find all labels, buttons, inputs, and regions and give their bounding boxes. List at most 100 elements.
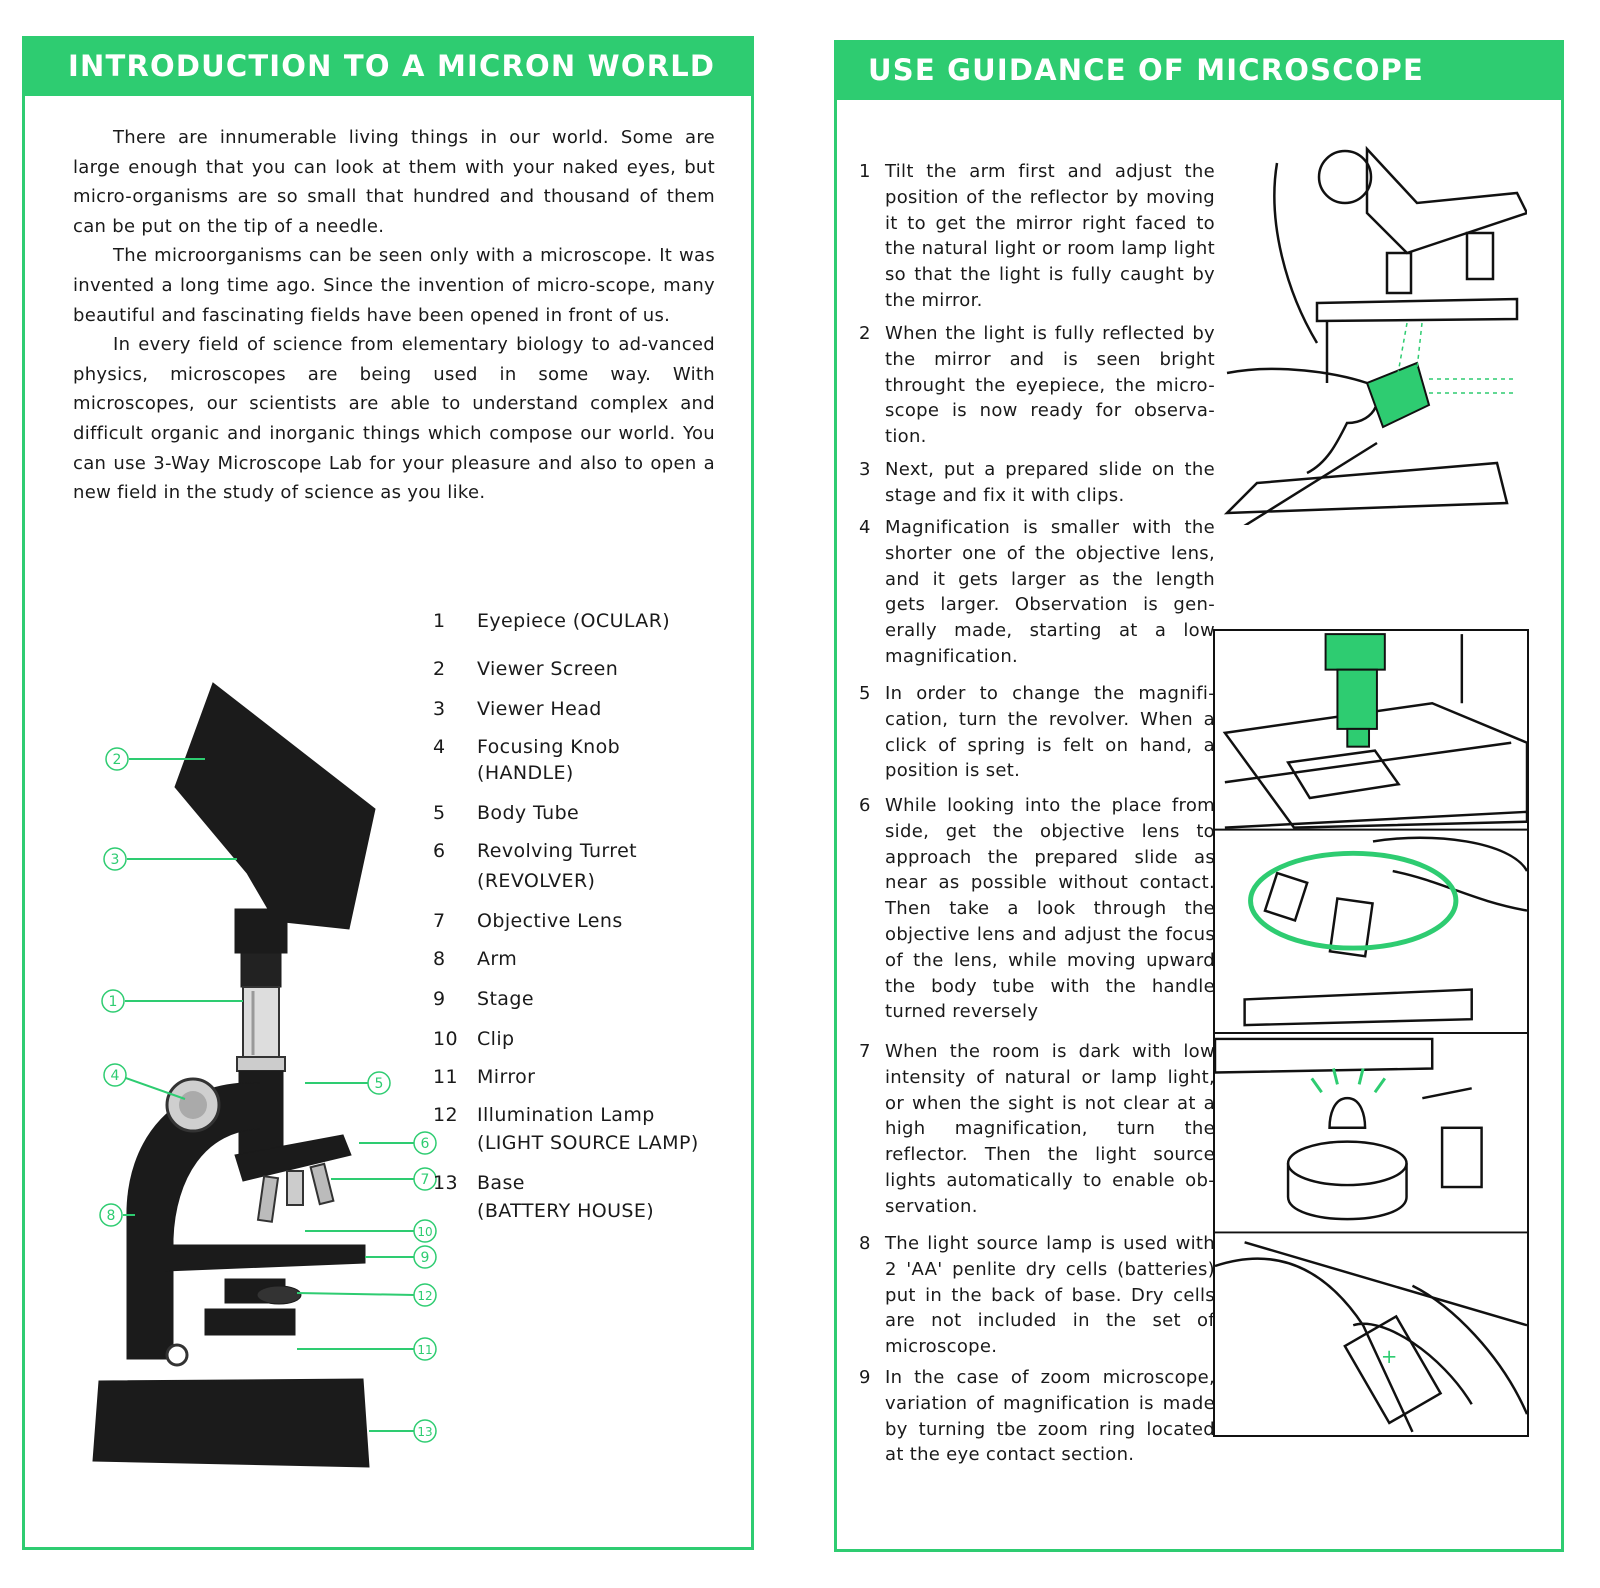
- svg-text:8: 8: [107, 1208, 116, 1224]
- svg-text:4: 4: [111, 1068, 120, 1084]
- part-number: 10: [433, 1028, 458, 1050]
- callout-13: 13: [413, 1419, 437, 1443]
- part-number: 11: [433, 1066, 458, 1088]
- part-number: 12: [433, 1104, 458, 1126]
- eyepiece-shape: [240, 952, 282, 988]
- objective-lens-b: [286, 1170, 304, 1206]
- mirror-adjust-illustration: [1217, 143, 1527, 525]
- microscope-illustration: [92, 682, 376, 1468]
- svg-text:12: 12: [417, 1289, 432, 1303]
- step-number: 8: [859, 1233, 871, 1254]
- battery-drawing: [1343, 1314, 1443, 1425]
- viewer-neck: [234, 908, 288, 954]
- svg-text:13: 13: [417, 1425, 432, 1439]
- objective-green: [1324, 633, 1386, 671]
- part-number: 2: [433, 658, 446, 680]
- svg-text:1: 1: [109, 994, 118, 1010]
- battery-plus-sign: +: [1381, 1345, 1398, 1368]
- step-number: 7: [859, 1041, 871, 1062]
- intro-text: There are innumerable living things in o…: [73, 123, 715, 508]
- revolver-frame: [1243, 836, 1527, 1027]
- step-number: 1: [859, 161, 871, 182]
- step-number: 2: [859, 323, 871, 344]
- part-label: Focusing Knob: [477, 736, 621, 758]
- callout-7: 7: [413, 1167, 437, 1191]
- part-number: 1: [433, 610, 446, 632]
- step-text: Magnification is smaller with the shorte…: [885, 517, 1215, 667]
- callout-4: 4: [103, 1063, 127, 1087]
- step-text: The light source lamp is used with 2 'AA…: [885, 1233, 1215, 1358]
- callout-8: 8: [99, 1203, 123, 1227]
- step-text: While looking into the place from side, …: [885, 795, 1215, 1023]
- part-number: 3: [433, 698, 446, 720]
- base-shape: [92, 1378, 370, 1468]
- callout-1: 1: [101, 989, 125, 1013]
- part-number: 6: [433, 840, 446, 862]
- intro-paragraph-3: In every field of science from elementar…: [73, 334, 715, 504]
- part-number: 9: [433, 988, 446, 1010]
- part-sublabel: (BATTERY HOUSE): [477, 1200, 655, 1222]
- callout-11: 11: [413, 1337, 437, 1361]
- callout-12: 12: [413, 1283, 437, 1307]
- part-sublabel: (REVOLVER): [477, 870, 596, 892]
- part-label: Stage: [477, 988, 534, 1010]
- svg-text:2: 2: [113, 752, 122, 768]
- base-drawing: [1223, 461, 1509, 515]
- svg-text:10: 10: [417, 1225, 432, 1239]
- eyepiece-barrel: [242, 986, 280, 1058]
- step-number: 5: [859, 683, 871, 704]
- revolver-green-ring: [1248, 850, 1459, 951]
- focus-knob-drawing: [1317, 149, 1373, 205]
- callout-10: 10: [413, 1219, 437, 1243]
- callout-2: 2: [105, 747, 129, 771]
- step-text: In order to change the magnifi-cation, t…: [885, 683, 1215, 782]
- callout-5: 5: [367, 1071, 391, 1095]
- step-number: 6: [859, 795, 871, 816]
- part-label: Viewer Screen: [477, 658, 619, 680]
- step-text: When the room is dark with low intensity…: [885, 1041, 1215, 1217]
- svg-text:9: 9: [421, 1250, 430, 1266]
- viewer-head-shape: [174, 682, 376, 930]
- part-number: 13: [433, 1172, 458, 1194]
- part-number: 4: [433, 736, 446, 758]
- part-label: Objective Lens: [477, 910, 623, 932]
- procedure-illustrations: +: [1213, 629, 1529, 1437]
- part-label: Revolving Turret: [477, 840, 638, 862]
- step-text: Tilt the arm first and adjust the positi…: [885, 161, 1215, 311]
- svg-text:5: 5: [375, 1076, 384, 1092]
- part-label: Body Tube: [477, 802, 580, 824]
- mirror-green: [1365, 361, 1431, 429]
- stage-shape: [164, 1244, 366, 1272]
- callouts: [122, 758, 416, 1432]
- step-text: In the case of zoom microscope, variatio…: [885, 1367, 1215, 1466]
- part-label: Clip: [477, 1028, 515, 1050]
- part-number: 8: [433, 948, 446, 970]
- part-number: 7: [433, 910, 446, 932]
- step-text: Next, put a prepared slide on the stage …: [885, 459, 1215, 506]
- lamp-frame: [1215, 1037, 1483, 1221]
- objective-lens-c: [309, 1162, 335, 1206]
- stage-drawing-2: [1243, 988, 1473, 1027]
- step-number: 3: [859, 459, 871, 480]
- objective-lens-a: [256, 1175, 280, 1223]
- callout-9: 9: [413, 1245, 437, 1269]
- svg-text:7: 7: [421, 1172, 430, 1188]
- mirror-shape: [204, 1308, 296, 1336]
- battery-frame: [1215, 1241, 1527, 1433]
- svg-text:6: 6: [421, 1136, 430, 1152]
- intro-paragraph-2: The microorganisms can be seen only with…: [73, 245, 715, 326]
- part-label: Viewer Head: [477, 698, 602, 720]
- stage-drawing: [1315, 297, 1519, 323]
- svg-text:3: 3: [111, 852, 120, 868]
- callout-3: 3: [103, 847, 127, 871]
- part-label: Base: [477, 1172, 525, 1194]
- part-sublabel: (HANDLE): [477, 762, 574, 784]
- microscope-diagram: 2 3 1 4 5 6 7 8 10 9 12 11 13: [92, 682, 437, 1468]
- intro-paragraph-1: There are innumerable living things in o…: [73, 127, 715, 237]
- step-number: 9: [859, 1367, 871, 1388]
- part-number: 5: [433, 802, 446, 824]
- part-label: Illumination Lamp: [477, 1104, 655, 1126]
- part-label: Arm: [477, 948, 518, 970]
- callout-6: 6: [413, 1131, 437, 1155]
